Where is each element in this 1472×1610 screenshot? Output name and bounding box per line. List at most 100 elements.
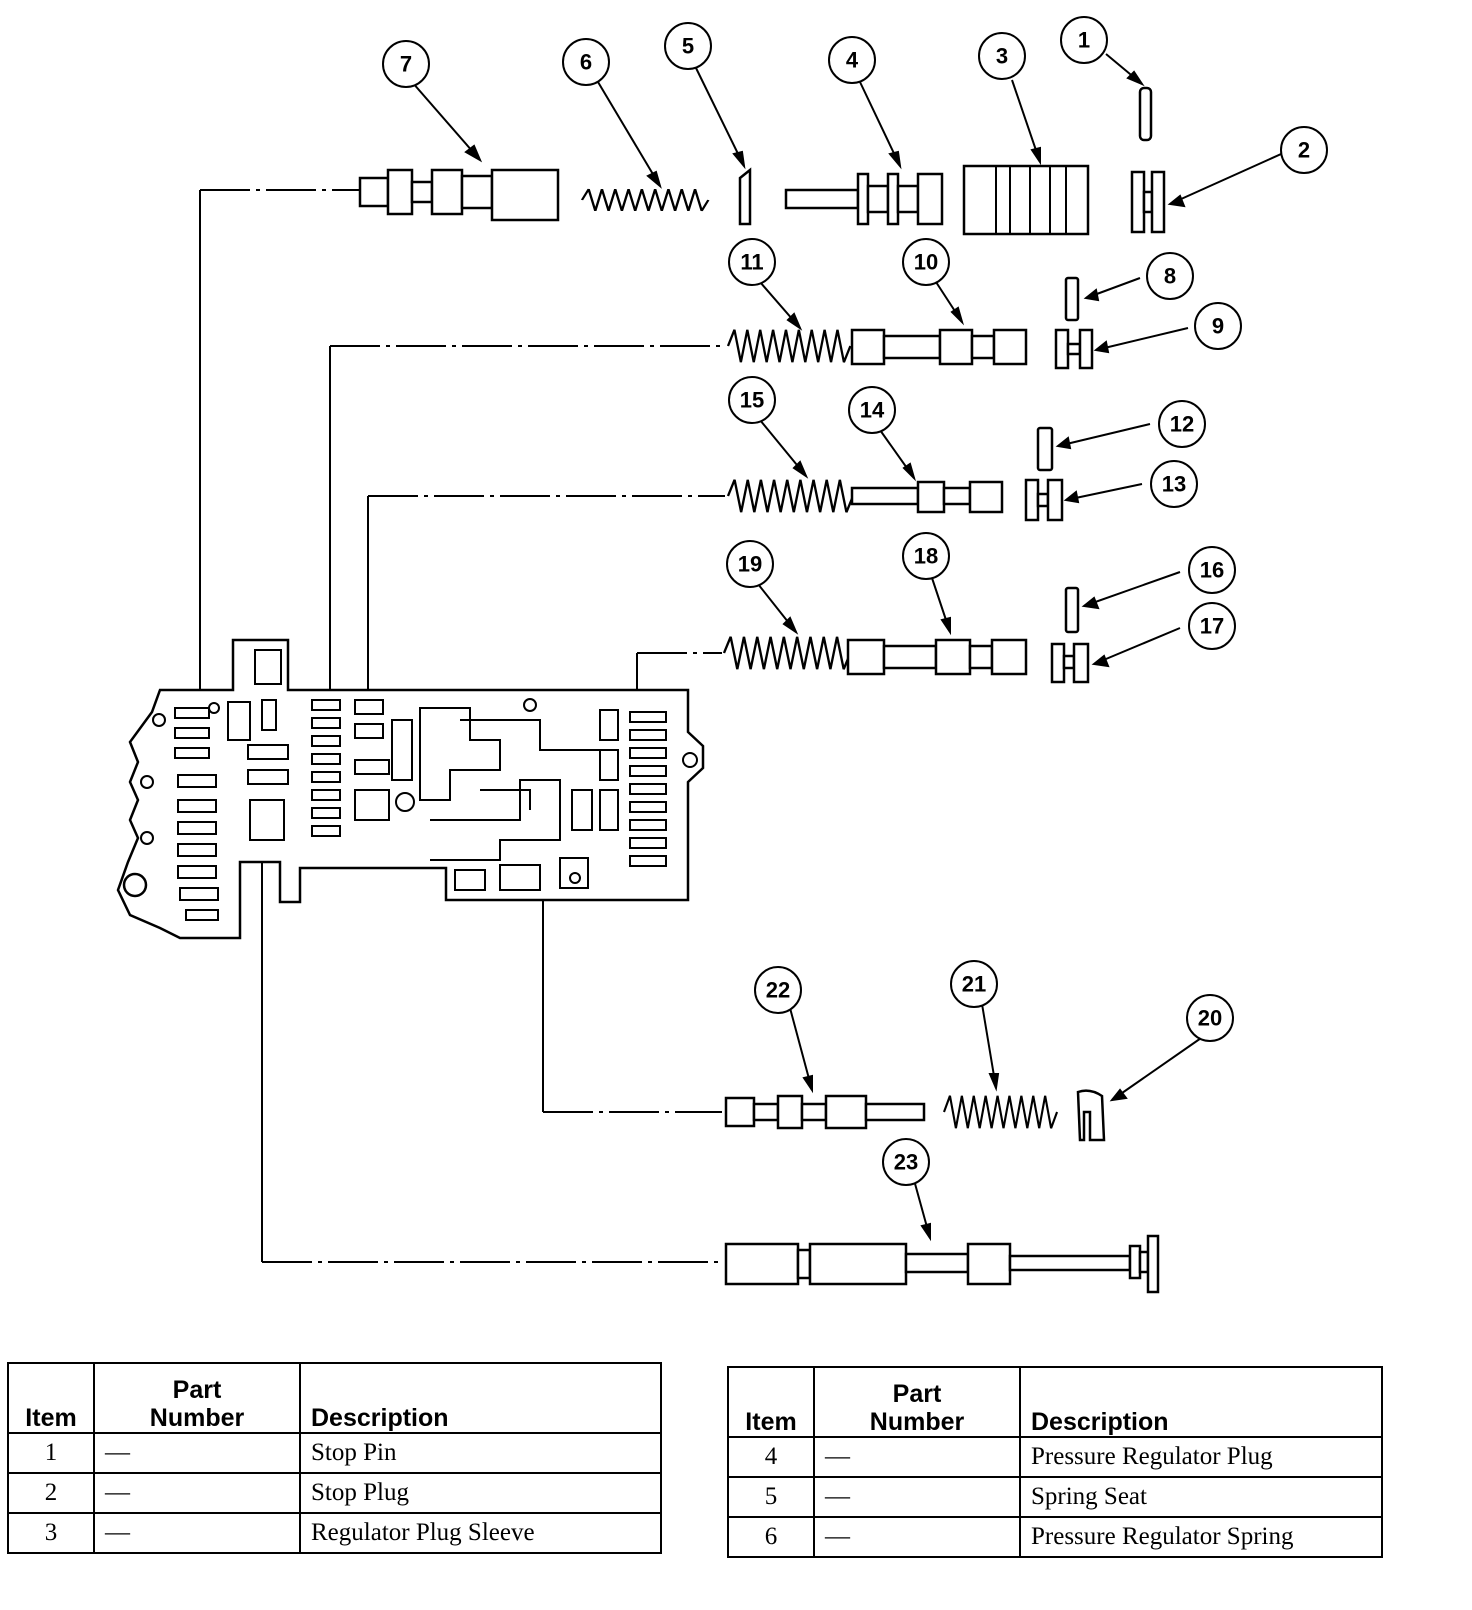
part-16-pin <box>1064 586 1080 634</box>
callout-6: 6 <box>562 38 610 86</box>
cell-part-number: — <box>813 1476 1021 1518</box>
parts-table-right: Item Part Number Description 4 — Pressur… <box>727 1366 1383 1558</box>
cell-item: 5 <box>727 1476 815 1518</box>
svg-text:20: 20 <box>1198 1006 1222 1031</box>
callout-22: 22 <box>754 966 802 1014</box>
cell-item: 1 <box>7 1432 95 1474</box>
column-header-description: Description <box>299 1362 662 1434</box>
cell-item: 2 <box>7 1472 95 1514</box>
cell-description: Regulator Plug Sleeve <box>299 1512 662 1554</box>
svg-text:12: 12 <box>1170 412 1194 437</box>
svg-text:14: 14 <box>860 398 885 423</box>
column-header-item: Item <box>7 1362 95 1434</box>
svg-text:13: 13 <box>1162 472 1186 497</box>
column-header-description: Description <box>1019 1366 1383 1438</box>
callout-19: 19 <box>726 540 774 588</box>
cell-description: Stop Pin <box>299 1432 662 1474</box>
cell-description: Pressure Regulator Spring <box>1019 1516 1383 1558</box>
callout-10: 10 <box>902 238 950 286</box>
part-17-plug <box>1050 642 1090 684</box>
part-4-plug <box>784 172 944 226</box>
callout-2: 2 <box>1280 126 1328 174</box>
part-1-stop-pin <box>1138 86 1153 142</box>
part-13-plug <box>1024 478 1064 522</box>
part-14-valve <box>850 480 1004 514</box>
table-row: 2 — Stop Plug <box>7 1472 662 1514</box>
callout-23: 23 <box>882 1138 930 1186</box>
callout-17: 17 <box>1188 602 1236 650</box>
callout-21: 21 <box>950 960 998 1008</box>
cell-part-number: — <box>93 1472 301 1514</box>
svg-text:23: 23 <box>894 1150 918 1175</box>
callout-12: 12 <box>1158 400 1206 448</box>
part-7-valve <box>358 168 560 222</box>
part-3-sleeve <box>962 164 1090 236</box>
assembly-leader-lines <box>199 189 725 1263</box>
part-2-stop-plug <box>1130 170 1166 234</box>
part-11-spring <box>726 328 852 364</box>
svg-text:18: 18 <box>914 544 938 569</box>
part-23-manual-valve <box>724 1234 1160 1294</box>
part-21-spring <box>942 1094 1059 1130</box>
callout-7: 7 <box>382 40 430 88</box>
svg-text:21: 21 <box>962 972 986 997</box>
cell-item: 6 <box>727 1516 815 1558</box>
part-10-valve <box>850 328 1028 366</box>
part-15-spring <box>726 478 855 514</box>
column-header-part-number: Part Number <box>813 1366 1021 1438</box>
part-19-spring <box>722 635 852 671</box>
table-row: 6 — Pressure Regulator Spring <box>727 1516 1383 1558</box>
svg-text:9: 9 <box>1212 314 1224 339</box>
callout-18: 18 <box>902 532 950 580</box>
table-row: 1 — Stop Pin <box>7 1432 662 1474</box>
table-header-row: Item Part Number Description <box>7 1362 662 1434</box>
cell-item: 3 <box>7 1512 95 1554</box>
callout-11: 11 <box>728 238 776 286</box>
callout-15: 15 <box>728 376 776 424</box>
callout-9: 9 <box>1194 302 1242 350</box>
cell-item: 4 <box>727 1436 815 1478</box>
callout-20: 20 <box>1186 994 1234 1042</box>
svg-text:3: 3 <box>996 44 1008 69</box>
svg-text:22: 22 <box>766 978 790 1003</box>
svg-text:1: 1 <box>1078 28 1090 53</box>
callout-1: 1 <box>1060 16 1108 64</box>
callout-16: 16 <box>1188 546 1236 594</box>
svg-text:6: 6 <box>580 50 592 75</box>
svg-text:17: 17 <box>1200 614 1224 639</box>
svg-text:19: 19 <box>738 552 762 577</box>
part-8-pin <box>1064 276 1080 322</box>
svg-text:7: 7 <box>400 52 412 77</box>
callout-5: 5 <box>664 22 712 70</box>
table-row: 5 — Spring Seat <box>727 1476 1383 1518</box>
callout-13: 13 <box>1150 460 1198 508</box>
callout-arrows <box>411 53 1291 1242</box>
svg-text:10: 10 <box>914 250 938 275</box>
table-row: 3 — Regulator Plug Sleeve <box>7 1512 662 1554</box>
svg-text:5: 5 <box>682 34 694 59</box>
parts-table-left: Item Part Number Description 1 — Stop Pi… <box>7 1362 662 1554</box>
svg-text:4: 4 <box>846 48 859 73</box>
cell-part-number: — <box>93 1432 301 1474</box>
part-22-valve <box>724 1094 926 1130</box>
svg-text:15: 15 <box>740 388 764 413</box>
part-12-pin <box>1036 426 1054 472</box>
column-header-part-number: Part Number <box>93 1362 301 1434</box>
part-18-valve <box>846 638 1028 676</box>
valve-body-plate <box>116 638 705 940</box>
table-header-row: Item Part Number Description <box>727 1366 1383 1438</box>
callout-4: 4 <box>828 36 876 84</box>
part-20-cap <box>1076 1089 1106 1142</box>
cell-description: Spring Seat <box>1019 1476 1383 1518</box>
cell-part-number: — <box>813 1516 1021 1558</box>
table-row: 4 — Pressure Regulator Plug <box>727 1436 1383 1478</box>
cell-description: Pressure Regulator Plug <box>1019 1436 1383 1478</box>
svg-text:2: 2 <box>1298 138 1310 163</box>
part-6-spring <box>580 188 710 212</box>
valve-body-exploded-diagram: 7 6 5 4 3 1 2 11 10 8 9 15 14 12 13 19 1… <box>116 16 1328 1294</box>
part-9-plug <box>1054 328 1094 370</box>
callout-8: 8 <box>1146 252 1194 300</box>
svg-text:16: 16 <box>1200 558 1224 583</box>
callout-14: 14 <box>848 386 896 434</box>
callout-3: 3 <box>978 32 1026 80</box>
